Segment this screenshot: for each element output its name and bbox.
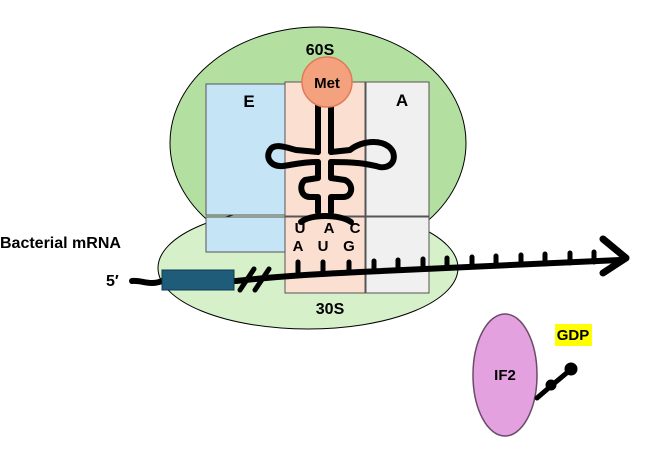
met-amino-acid: [301, 56, 353, 108]
a-site-lower: [365, 216, 430, 294]
mrna-label: Bacterial mRNA: [0, 235, 121, 252]
gdp-label: GDP: [557, 327, 590, 344]
a-site-upper: [365, 81, 430, 217]
mrna-strand: [129, 257, 623, 286]
gdp-molecule: [534, 362, 578, 401]
a-site-label: A: [396, 91, 408, 110]
e-site-lower: [205, 216, 286, 253]
anticodon-base-1: U: [295, 220, 306, 237]
codon-base-3: G: [343, 238, 355, 255]
mrna-arrowhead: [599, 235, 630, 277]
large-subunit-label: 60S: [306, 42, 335, 59]
anticodon-base-3: C: [350, 220, 361, 237]
e-site-label: E: [243, 92, 254, 111]
if2-factor: [472, 313, 538, 437]
codon-base-1: A: [293, 238, 304, 255]
anticodon-base-2: A: [324, 220, 335, 237]
gdp-highlight: [555, 324, 592, 346]
codon-base-2: U: [318, 238, 329, 255]
if2-label: IF2: [494, 367, 516, 384]
shine-dalgarno-box: [161, 269, 235, 291]
p-site-lower: [284, 216, 366, 294]
five-prime-label: 5′: [106, 273, 119, 290]
mrna-break-marks: [237, 266, 272, 293]
met-label: Met: [314, 75, 340, 92]
mrna-bases: [295, 249, 597, 277]
small-subunit-label: 30S: [316, 301, 345, 318]
